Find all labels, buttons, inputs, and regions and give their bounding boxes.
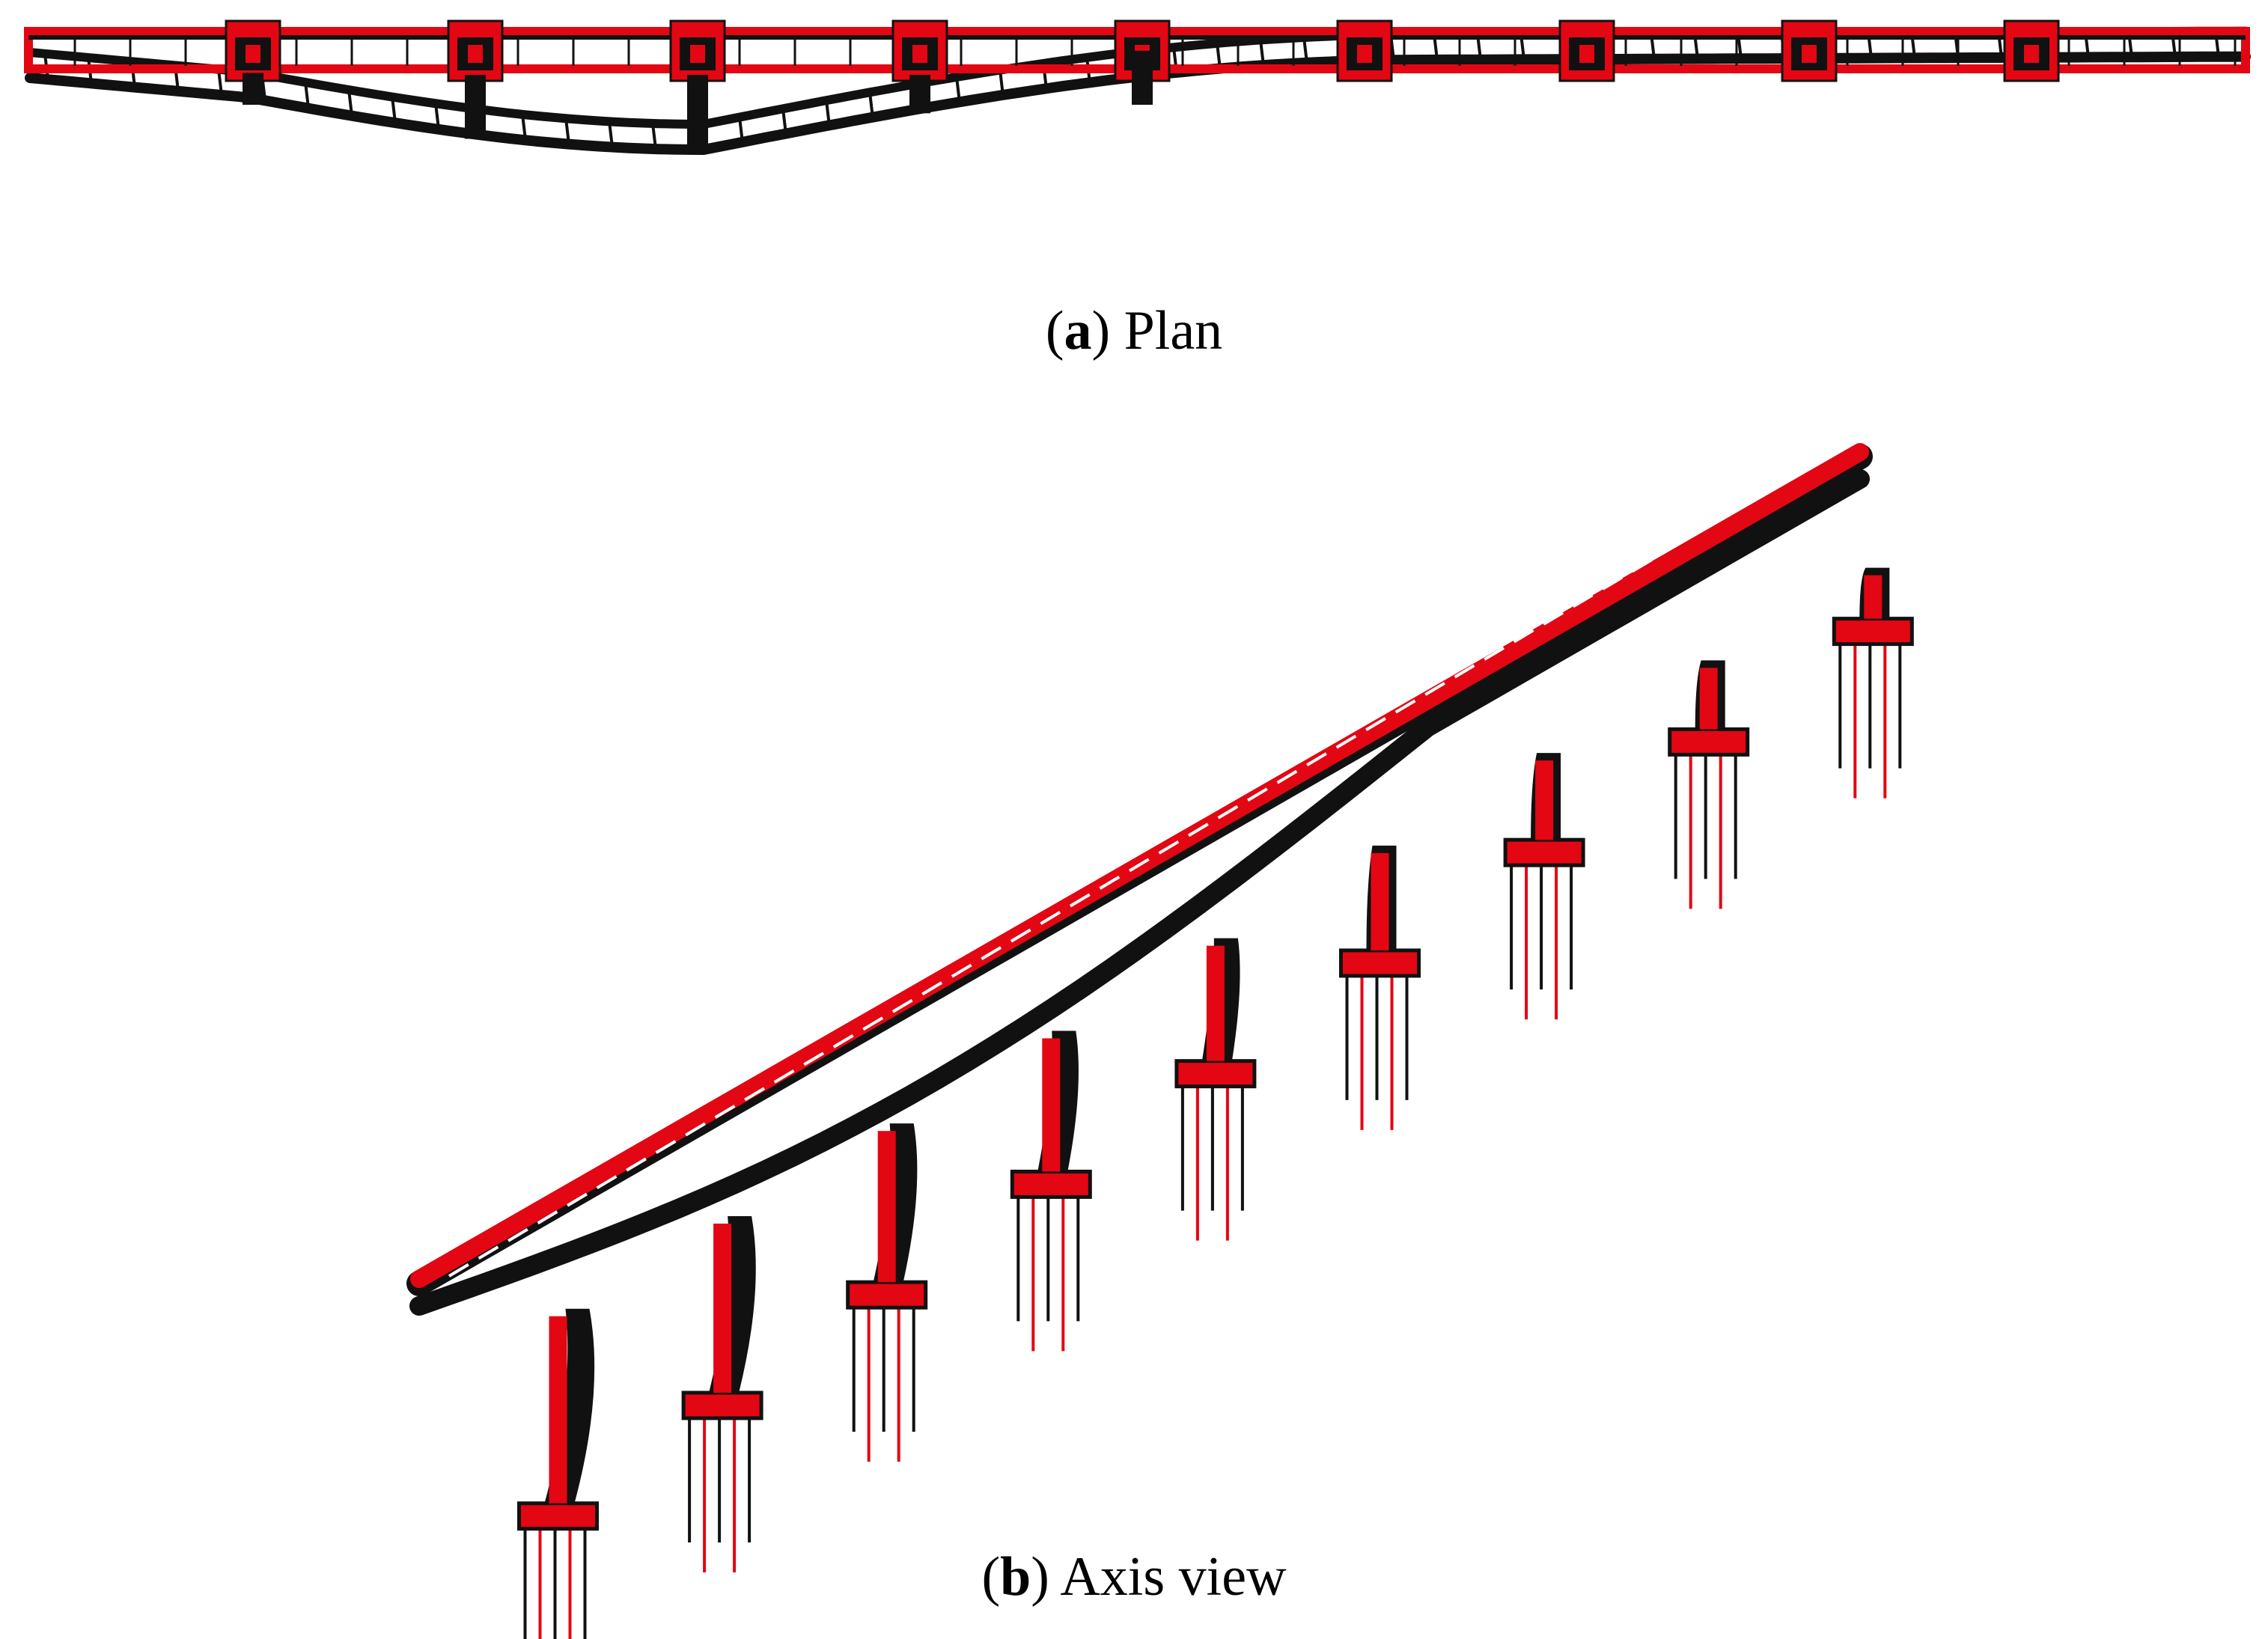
plan-deformed-diaphragm bbox=[999, 70, 1005, 96]
axis-pier-original bbox=[549, 1316, 567, 1504]
plan-deformed-diaphragm bbox=[608, 121, 614, 147]
caption-plan: (a) Plan bbox=[1045, 300, 1223, 361]
plan-pier-core bbox=[1579, 45, 1594, 63]
axis-pile-cap bbox=[1503, 837, 1585, 867]
plan-pier-core bbox=[2024, 45, 2039, 63]
plan-pier-core bbox=[912, 45, 927, 63]
plan-pier-deformed-leg bbox=[465, 75, 486, 139]
axis-view bbox=[406, 443, 1914, 1639]
plan-deformed-diaphragm bbox=[868, 92, 874, 118]
plan-deformed-diaphragm bbox=[304, 82, 310, 109]
caption-plan-text: Plan bbox=[1110, 300, 1223, 361]
plan-deformed-diaphragm bbox=[955, 76, 961, 103]
plan-deformed-diaphragm bbox=[651, 123, 657, 150]
plan-deformed-diaphragm bbox=[521, 114, 527, 141]
plan-pier-core bbox=[246, 45, 260, 63]
axis-pile-cap bbox=[1010, 1169, 1092, 1199]
caption-axis-text: Axis view bbox=[1049, 1546, 1287, 1608]
axis-pile-cap bbox=[1832, 617, 1914, 647]
caption-axis-letter: b bbox=[1000, 1546, 1031, 1608]
plan-deformed-diaphragm bbox=[564, 118, 570, 144]
axis-pile-cap bbox=[681, 1391, 763, 1420]
plan-deformed-diaphragm bbox=[347, 89, 353, 116]
axis-pier-original bbox=[1206, 945, 1225, 1061]
plan-deformed-diaphragm bbox=[825, 100, 831, 126]
plan-deformed-diaphragm bbox=[434, 103, 440, 129]
axis-pile-cap bbox=[846, 1280, 928, 1310]
axis-pier-original bbox=[713, 1223, 732, 1393]
plan-pier-deformed-leg bbox=[687, 75, 708, 154]
plan-view bbox=[24, 19, 2251, 156]
plan-pier-core bbox=[468, 45, 483, 63]
axis-pier-original bbox=[1535, 760, 1554, 840]
plan-pier-core bbox=[690, 45, 705, 63]
plan-pier-core bbox=[1802, 45, 1817, 63]
plan-pier-deformed-leg bbox=[243, 73, 263, 105]
axis-deck-lane-line bbox=[448, 452, 1832, 1278]
plan-deformed-diaphragm bbox=[738, 117, 744, 143]
axis-pile-cap bbox=[1174, 1059, 1257, 1089]
axis-pier-original bbox=[1371, 852, 1389, 950]
axis-pile-cap bbox=[1339, 948, 1421, 978]
axis-deformed-deck bbox=[409, 469, 1870, 1316]
axis-pier-original bbox=[1042, 1038, 1061, 1172]
plan-pier-deformed-leg bbox=[909, 75, 930, 114]
caption-plan-letter: a bbox=[1064, 300, 1092, 361]
plan-deformed-diaphragm bbox=[391, 97, 397, 123]
plan-pier-deformed-leg bbox=[1132, 50, 1153, 105]
plan-deformed-diaphragm bbox=[217, 69, 223, 95]
caption-axis-view: (b) Axis view bbox=[981, 1546, 1287, 1608]
axis-pier-original bbox=[1699, 668, 1718, 730]
plan-deformed-diaphragm bbox=[781, 109, 787, 135]
axis-pile-cap bbox=[517, 1501, 599, 1531]
plan-deformed-diaphragm bbox=[1259, 40, 1265, 66]
axis-pier-original bbox=[877, 1131, 896, 1283]
axis-pier-original bbox=[1864, 575, 1883, 619]
plan-deformed-diaphragm bbox=[1302, 37, 1308, 64]
axis-pile-cap bbox=[1668, 727, 1750, 757]
plan-pier-core bbox=[1357, 45, 1372, 63]
